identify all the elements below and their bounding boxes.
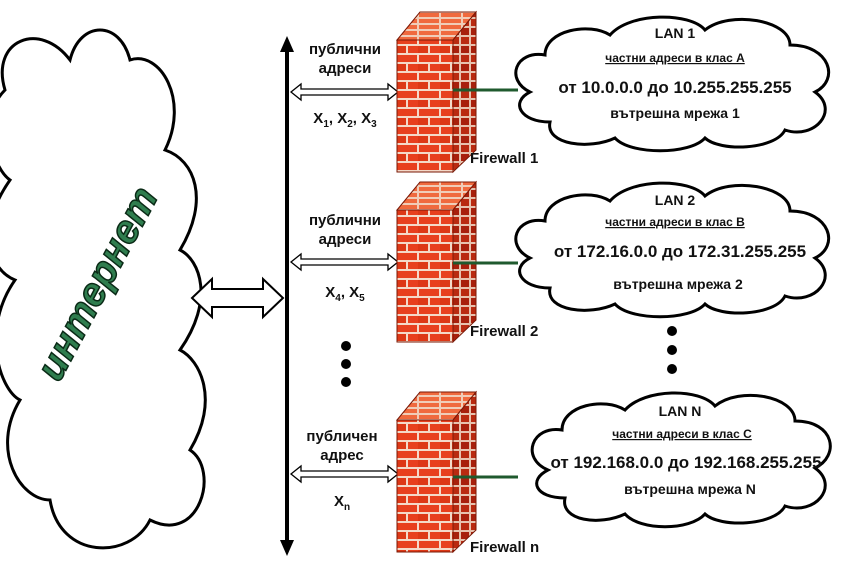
lan-class-label: частни адреси в клас А — [605, 51, 745, 65]
lan-inner-label: вътрешна мрежа 2 — [613, 276, 743, 292]
lan-address-range: от 10.0.0.0 до 10.255.255.255 — [558, 78, 791, 97]
firewall-n — [395, 390, 478, 554]
gateway-2: публични адреси X4, X5 Firewall 2 — [289, 180, 538, 344]
lan-class-label: частни адреси в клас С — [612, 427, 752, 441]
backbone-line — [280, 36, 294, 556]
lan-title: LAN 1 — [655, 25, 696, 41]
public-label: публичен — [306, 428, 377, 445]
address-list: Xn — [334, 493, 350, 513]
public-address-arrow — [289, 464, 400, 484]
ellipsis-dots-right — [667, 326, 677, 374]
public-label: адреси — [319, 231, 372, 248]
lan-address-range: от 192.168.0.0 до 192.168.255.255 — [550, 453, 821, 472]
firewall-label: Firewall 1 — [470, 150, 538, 167]
public-label: адреси — [319, 60, 372, 77]
address-list: X1, X2, X3 — [313, 110, 377, 130]
internet-cloud: интернет — [0, 28, 207, 550]
public-address-arrow — [289, 252, 400, 272]
gateway-n: публичен адрес Xn Firewall n — [289, 390, 539, 556]
lan-cloud-1: LAN 1 частни адреси в клас А от 10.0.0.0… — [514, 15, 831, 153]
lan-cloud-2: LAN 2 частни адреси в клас В от 172.16.0… — [514, 181, 831, 319]
public-label: публични — [309, 41, 381, 58]
public-address-arrow — [289, 82, 400, 102]
lan-inner-label: вътрешна мрежа N — [624, 481, 756, 497]
lan-title: LAN 2 — [655, 192, 696, 208]
public-label: публични — [309, 212, 381, 229]
lan-address-range: от 172.16.0.0 до 172.31.255.255 — [554, 242, 806, 261]
firewall-2 — [395, 180, 478, 344]
internet-link-arrow — [190, 276, 285, 320]
ellipsis-dots-left — [341, 341, 351, 387]
address-list: X4, X5 — [325, 284, 365, 304]
firewall-1 — [395, 10, 478, 174]
public-label: адрес — [320, 447, 364, 464]
lan-inner-label: вътрешна мрежа 1 — [610, 105, 740, 121]
firewall-label: Firewall n — [470, 539, 539, 556]
firewall-label: Firewall 2 — [470, 323, 538, 340]
lan-cloud-n: LAN N частни адреси в клас С от 192.168.… — [530, 391, 832, 529]
lan-title: LAN N — [659, 403, 702, 419]
gateway-1: публични адреси X1, X2, X3 Firewall 1 — [289, 10, 538, 174]
lan-class-label: частни адреси в клас В — [605, 215, 745, 229]
